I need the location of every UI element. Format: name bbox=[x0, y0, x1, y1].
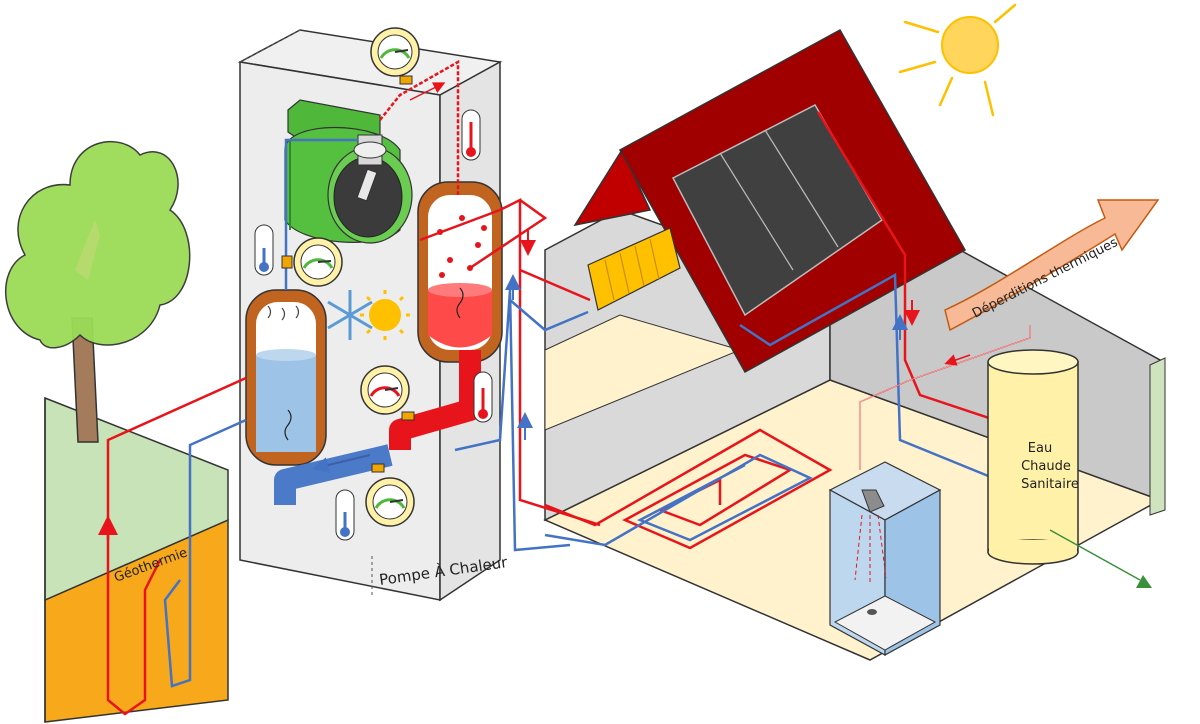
snowflake-icon bbox=[327, 290, 373, 340]
evaporator-tank bbox=[245, 289, 327, 466]
dhw-tank: Eau Chaude Sanitaire bbox=[987, 349, 1079, 565]
small-sun-icon bbox=[360, 290, 410, 340]
roof-gable bbox=[573, 148, 652, 227]
pressure-gauge-bottom bbox=[365, 463, 415, 527]
ground-block bbox=[44, 396, 229, 723]
pressure-gauge-mid bbox=[281, 237, 343, 287]
tree-foliage bbox=[4, 140, 191, 349]
geothermal-loop-cold bbox=[163, 418, 247, 688]
underfloor-heating-cold bbox=[544, 453, 813, 547]
geothermal-loop-hot bbox=[106, 376, 247, 716]
shower-cabin bbox=[828, 461, 942, 657]
compressor bbox=[284, 99, 413, 244]
pressure-gauge-low bbox=[360, 365, 415, 421]
tree bbox=[4, 140, 191, 443]
dhw-label-line1: Eau bbox=[1028, 441, 1052, 456]
water-outlet-arrow bbox=[1049, 529, 1141, 581]
sun-icon bbox=[898, 3, 1017, 117]
dhw-label-line3: Sanitaire bbox=[1021, 477, 1079, 492]
thermometer-cold-bottom-icon bbox=[335, 489, 355, 541]
solar-circuit-hot bbox=[816, 111, 1026, 432]
thermometer-cold-left-icon bbox=[254, 224, 274, 276]
radiator bbox=[587, 227, 681, 311]
house-supply-hot-pipe bbox=[419, 197, 601, 527]
thermometer-hot-top-icon bbox=[461, 109, 481, 161]
solar-circuit-cold bbox=[739, 272, 1036, 497]
shower-head-icon bbox=[861, 489, 885, 513]
hot-refrigerant-pipe bbox=[389, 350, 481, 450]
thermometer-hot-right-icon bbox=[473, 371, 493, 423]
condenser-tank bbox=[417, 181, 503, 363]
solar-panel bbox=[671, 104, 883, 317]
pressure-gauge-top bbox=[370, 27, 420, 85]
house-return-cold-pipe bbox=[454, 289, 589, 552]
dhw-label-line2: Chaude bbox=[1021, 459, 1071, 474]
cold-refrigerant-pipe bbox=[274, 444, 393, 505]
